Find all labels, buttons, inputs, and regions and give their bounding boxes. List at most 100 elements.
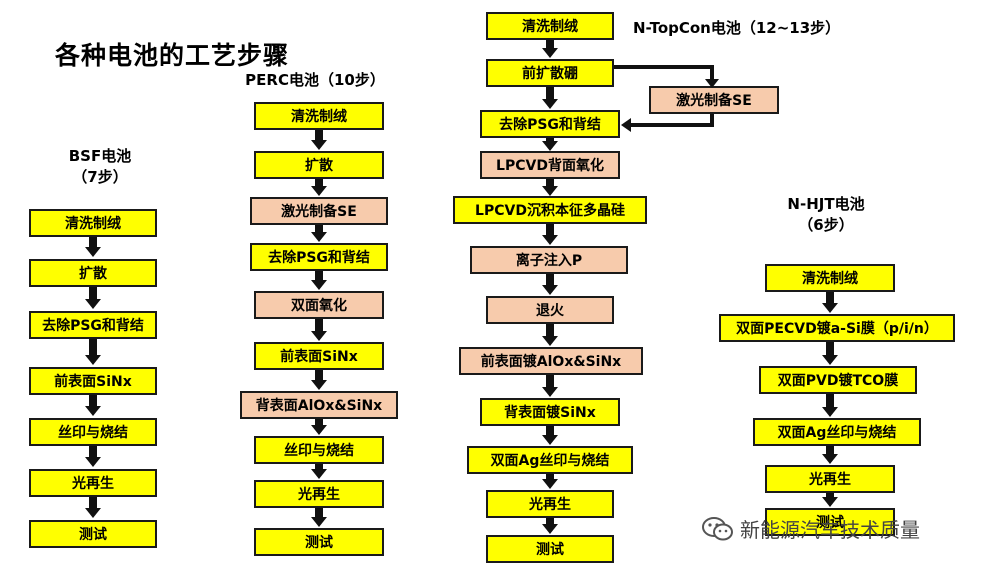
topcon-arrow-7	[542, 336, 558, 346]
topcon-bypass-arrowhead-left	[621, 118, 631, 132]
perc-step-5: 双面氧化	[254, 291, 384, 319]
perc-arrow-stem-3	[315, 225, 323, 233]
bsf-title-text: BSF电池	[68, 147, 132, 165]
topcon-step-1: 清洗制绒	[486, 12, 614, 40]
hjt-step-6: 测试	[765, 508, 895, 536]
perc-arrow-stem-8	[315, 464, 323, 470]
perc-arrow-7	[311, 425, 327, 435]
topcon-arrow-stem-4	[546, 179, 554, 187]
topcon-arrow-stem-10	[546, 474, 554, 480]
topcon-arrow-stem-2	[546, 87, 554, 100]
bsf-arrow-6	[85, 508, 101, 518]
hjt-step-4: 双面Ag丝印与烧结	[753, 418, 921, 446]
bsf-arrow-5	[85, 457, 101, 467]
topcon-step-4: LPCVD背面氧化	[480, 151, 620, 179]
hjt-step-1: 清洗制绒	[765, 264, 895, 292]
perc-arrow-stem-1	[315, 130, 323, 141]
bsf-step-1: 清洗制绒	[29, 209, 157, 237]
bsf-step-3: 去除PSG和背结	[29, 311, 157, 339]
topcon-arrow-3	[542, 141, 558, 151]
topcon-arrow-2	[542, 99, 558, 109]
topcon-step-6: 离子注入P	[470, 246, 628, 274]
perc-arrow-4	[311, 280, 327, 290]
hjt-arrow-stem-4	[826, 446, 834, 455]
topcon-arrow-stem-7	[546, 324, 554, 337]
topcon-side-step: 激光制备SE	[649, 86, 779, 114]
perc-arrow-1	[311, 140, 327, 150]
hjt-step-3: 双面PVD镀TCO膜	[759, 366, 917, 394]
hjt-arrow-3	[822, 407, 838, 417]
bsf-step-5: 丝印与烧结	[29, 418, 157, 446]
bsf-step-7: 测试	[29, 520, 157, 548]
hjt-arrow-2	[822, 355, 838, 365]
hjt-arrow-5	[822, 497, 838, 507]
hjt-arrow-stem-1	[826, 292, 834, 304]
topcon-step-5: LPCVD沉积本征多晶硅	[453, 196, 647, 224]
perc-step-10: 测试	[254, 528, 384, 556]
topcon-arrow-stem-6	[546, 274, 554, 286]
bsf-arrow-stem-1	[89, 237, 97, 248]
perc-arrow-stem-4	[315, 271, 323, 281]
perc-arrow-2	[311, 186, 327, 196]
perc-arrow-3	[311, 232, 327, 242]
perc-step-2: 扩散	[254, 151, 384, 179]
perc-step-4: 去除PSG和背结	[250, 243, 388, 271]
bsf-subtitle-text: （7步）	[72, 168, 128, 186]
hjt-arrow-4	[822, 454, 838, 464]
topcon-arrow-9	[542, 435, 558, 445]
bsf-arrow-stem-5	[89, 446, 97, 458]
bsf-step-6: 光再生	[29, 469, 157, 497]
hjt-subtitle-text: （6步）	[798, 216, 854, 234]
topcon-step-9: 背表面镀SiNx	[480, 398, 620, 426]
bsf-arrow-4	[85, 406, 101, 416]
perc-step-7: 背表面AlOx&SiNx	[240, 391, 398, 419]
topcon-bypass-path-out	[630, 114, 714, 127]
hjt-arrow-stem-2	[826, 342, 834, 356]
perc-arrow-stem-6	[315, 370, 323, 381]
perc-arrow-8	[311, 469, 327, 479]
topcon-arrow-11	[542, 524, 558, 534]
perc-step-3: 激光制备SE	[250, 197, 388, 225]
bsf-arrow-stem-2	[89, 287, 97, 300]
topcon-arrow-stem-8	[546, 375, 554, 388]
topcon-step-7: 退火	[486, 296, 614, 324]
hjt-arrow-1	[822, 303, 838, 313]
hjt-arrow-stem-3	[826, 394, 834, 408]
wechat-icon	[702, 516, 734, 542]
bsf-arrow-stem-6	[89, 497, 97, 509]
perc-arrow-stem-9	[315, 508, 323, 518]
topcon-arrow-10	[542, 479, 558, 489]
topcon-step-2: 前扩散硼	[486, 59, 614, 87]
bsf-arrow-3	[85, 355, 101, 365]
topcon-step-11: 光再生	[486, 490, 614, 518]
hjt-column-title: N-HJT电池 （6步）	[776, 194, 876, 236]
bsf-column-title: BSF电池 （7步）	[65, 146, 135, 188]
topcon-step-12: 测试	[486, 535, 614, 563]
perc-arrow-5	[311, 331, 327, 341]
topcon-step-8: 前表面镀AlOx&SiNx	[459, 347, 643, 375]
perc-step-9: 光再生	[254, 480, 384, 508]
topcon-step-3: 去除PSG和背结	[480, 110, 620, 138]
topcon-arrow-8	[542, 387, 558, 397]
perc-arrow-stem-7	[315, 419, 323, 426]
hjt-title-text: N-HJT电池	[787, 195, 865, 213]
bsf-arrow-stem-4	[89, 395, 97, 407]
hjt-arrow-stem-5	[826, 493, 834, 498]
perc-step-6: 前表面SiNx	[254, 342, 384, 370]
hjt-step-5: 光再生	[765, 465, 895, 493]
topcon-arrow-stem-5	[546, 224, 554, 236]
perc-arrow-stem-2	[315, 179, 323, 187]
perc-arrow-9	[311, 517, 327, 527]
perc-arrow-6	[311, 380, 327, 390]
bsf-arrow-2	[85, 299, 101, 309]
topcon-arrow-stem-11	[546, 518, 554, 525]
hjt-step-2: 双面PECVD镀a-Si膜（p/i/n）	[719, 314, 955, 342]
perc-step-1: 清洗制绒	[254, 102, 384, 130]
topcon-arrow-4	[542, 186, 558, 196]
bsf-step-4: 前表面SiNx	[29, 367, 157, 395]
perc-arrow-stem-5	[315, 319, 323, 332]
watermark: 新能源汽车技术质量	[702, 514, 920, 543]
topcon-arrow-5	[542, 235, 558, 245]
perc-column-title: PERC电池（10步）	[245, 71, 385, 89]
bsf-step-2: 扩散	[29, 259, 157, 287]
